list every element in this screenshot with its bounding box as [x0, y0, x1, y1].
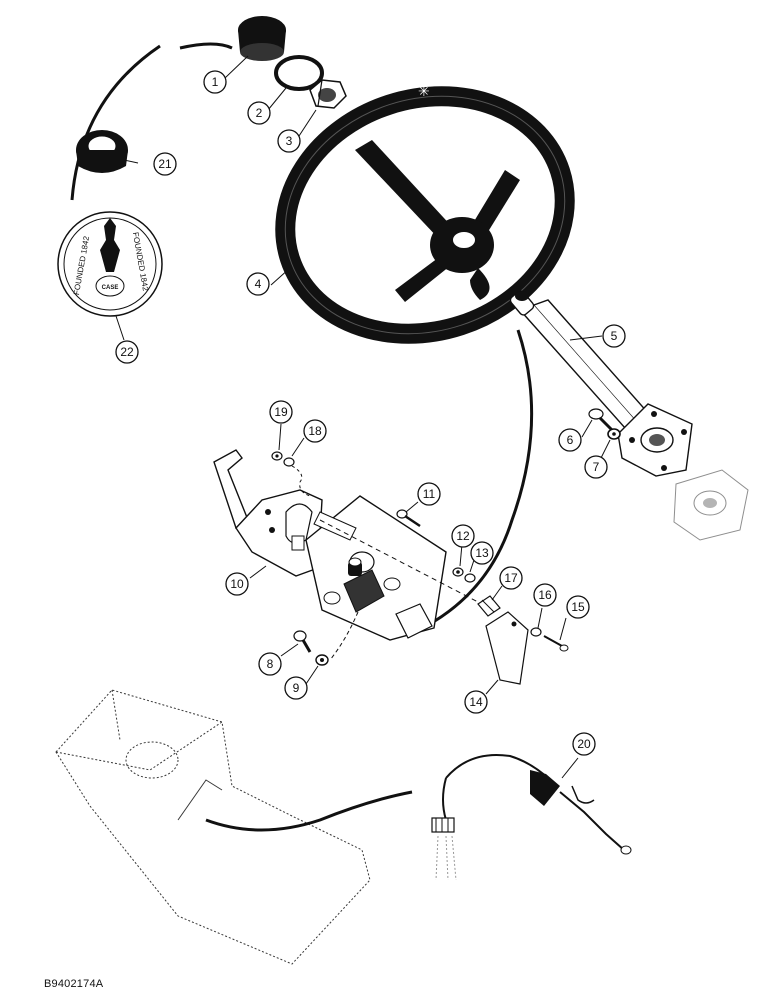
retainer-ring-part — [76, 130, 128, 173]
callout-14: 14 — [464, 690, 488, 714]
screw-15-part — [543, 635, 569, 652]
svg-text:2: 2 — [256, 106, 263, 120]
svg-text:4: 4 — [255, 277, 262, 291]
callout-2: 2 — [247, 101, 271, 125]
switch-plate-part — [305, 495, 447, 641]
callout-19: 19 — [269, 400, 293, 424]
callout-12: 12 — [451, 524, 475, 548]
callout-13: 13 — [470, 541, 494, 565]
callout-15: 15 — [566, 595, 590, 619]
svg-text:3: 3 — [286, 134, 293, 148]
svg-text:17: 17 — [504, 571, 518, 585]
emblem-logo-text: CASE — [102, 285, 119, 291]
svg-text:20: 20 — [577, 737, 591, 751]
svg-text:16: 16 — [538, 588, 552, 602]
nut-12-part — [452, 567, 464, 577]
callout-17: 17 — [499, 566, 523, 590]
spacer-17-part — [477, 595, 501, 617]
svg-text:15: 15 — [571, 600, 585, 614]
callout-4: 4 — [246, 272, 270, 296]
washer-13-part — [464, 573, 476, 583]
washer-19-part — [271, 451, 283, 461]
svg-text:12: 12 — [456, 529, 470, 543]
assembly-guide-curve — [70, 44, 161, 201]
callout-22: 22 — [115, 340, 139, 364]
callout-3: 3 — [277, 129, 301, 153]
wiring-harness-curve — [427, 329, 534, 627]
wiring-harness-part — [431, 754, 632, 881]
svg-text:10: 10 — [230, 577, 244, 591]
svg-text:22: 22 — [120, 345, 134, 359]
callout-6: 6 — [558, 428, 582, 452]
washer-9-part — [315, 654, 329, 666]
callout-18: 18 — [303, 419, 327, 443]
console-cable — [205, 790, 413, 832]
svg-text:5: 5 — [611, 329, 618, 343]
eagle-icon — [100, 218, 120, 272]
svg-text:21: 21 — [158, 157, 172, 171]
callout-7: 7 — [584, 455, 608, 479]
screw-11-part — [396, 509, 421, 528]
steering-wheel-part: ✳ — [275, 84, 575, 344]
mount-bracket-part — [213, 449, 323, 577]
svg-text:18: 18 — [308, 424, 322, 438]
washer-16-part — [530, 627, 542, 637]
svg-text:11: 11 — [423, 487, 436, 501]
callout-21: 21 — [153, 152, 177, 176]
washer-7-part — [607, 428, 621, 440]
svg-text:1: 1 — [212, 75, 219, 89]
cover-plate-14-part — [485, 611, 529, 685]
svg-text:7: 7 — [593, 460, 600, 474]
nut-part — [309, 79, 347, 109]
steering-column-part — [509, 290, 749, 541]
o-ring-part — [274, 55, 324, 91]
callout-5: 5 — [602, 324, 626, 348]
svg-text:6: 6 — [567, 433, 574, 447]
nut-18-part — [283, 457, 295, 467]
svg-text:19: 19 — [274, 405, 288, 419]
callout-20: 20 — [572, 732, 596, 756]
callouts: 1 2 3 4 5 6 7 8 — [115, 70, 626, 756]
callout-10: 10 — [225, 572, 249, 596]
svg-text:9: 9 — [293, 681, 300, 695]
svg-text:14: 14 — [469, 695, 483, 709]
svg-text:8: 8 — [267, 657, 274, 671]
bolt-8-part — [293, 630, 312, 653]
callout-11: 11 — [417, 482, 441, 506]
leader-lines — [115, 55, 611, 779]
callout-16: 16 — [533, 583, 557, 607]
figure-id: B9402174A — [44, 978, 104, 990]
callout-8: 8 — [258, 652, 282, 676]
console-housing — [55, 689, 371, 965]
callout-1: 1 — [203, 70, 227, 94]
horn-cap-part — [238, 16, 286, 61]
svg-text:✳: ✳ — [418, 84, 430, 100]
bolt-6-part — [588, 408, 614, 432]
callout-9: 9 — [284, 676, 308, 700]
svg-text:13: 13 — [475, 546, 489, 560]
emblem-part: FOUNDED 1842 FOUNDED 1842 CASE — [57, 211, 163, 317]
